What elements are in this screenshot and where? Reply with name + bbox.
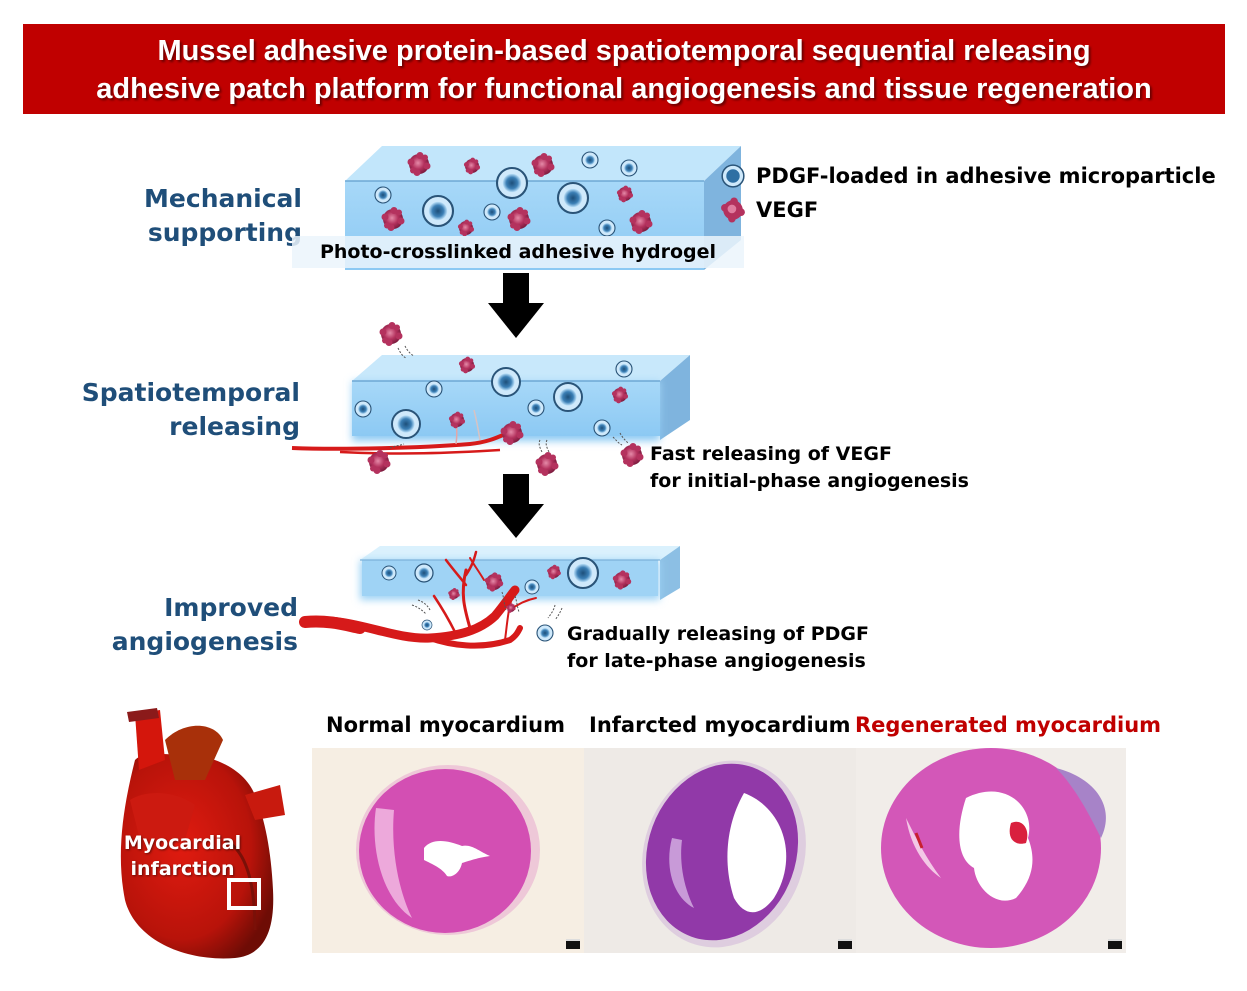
pdgf-microparticle-icon: [528, 400, 544, 416]
block-3-particles: [382, 558, 632, 641]
stage-label-line: angiogenesis: [111, 627, 298, 656]
pdgf-microparticle-icon: [492, 368, 520, 396]
pdgf-microparticle-icon: [554, 383, 582, 411]
pdgf-microparticle-icon: [484, 204, 500, 220]
title-line-1: Mussel adhesive protein-based spatiotemp…: [157, 35, 1091, 67]
pdgf-microparticle-icon: [392, 410, 420, 438]
histology-regenerated: [856, 748, 1126, 953]
panel-title-regenerated: Regenerated myocardium: [855, 713, 1162, 737]
pdgf-microparticle-icon: [582, 152, 598, 168]
pdgf-microparticle-icon: [415, 564, 433, 582]
pdgf-microparticle-icon: [382, 566, 396, 580]
infarct-region-box: [227, 878, 261, 910]
pdgf-microparticle-icon: [568, 558, 598, 588]
scale-bar: [838, 939, 852, 949]
pdgf-microparticle-icon: [355, 401, 371, 417]
pdgf-microparticle-icon: [525, 580, 539, 594]
legend-label: VEGF: [756, 198, 819, 222]
pdgf-microparticle-icon: [558, 183, 588, 213]
histology-infarcted: [584, 748, 856, 953]
note-line: Fast releasing of VEGF: [650, 443, 892, 465]
pdgf-microparticle-icon: [423, 196, 453, 226]
scale-bar: [566, 939, 580, 949]
heart-label-line: infarction: [130, 858, 235, 880]
stage-label-angiogenesis: Improved angiogenesis: [112, 591, 298, 659]
stage-label-line: releasing: [169, 412, 300, 441]
pdgf-microparticle-icon: [422, 620, 432, 630]
pdgf-microparticle-icon: [594, 420, 610, 436]
panel-title-normal: Normal myocardium: [326, 713, 565, 737]
note-line: Gradually releasing of PDGF: [567, 623, 870, 645]
pdgf-microparticle-icon: [721, 164, 745, 188]
pdgf-microparticle-icon: [537, 625, 553, 641]
vegf-icon: [535, 452, 559, 476]
stage-label-line: Mechanical: [144, 184, 302, 213]
stage-label-line: Spatiotemporal: [81, 378, 300, 407]
heart-illustration: [120, 708, 285, 959]
pdgf-microparticle-icon: [621, 160, 637, 176]
patch-diagram: [291, 146, 741, 649]
hydrogel-caption: Photo-crosslinked adhesive hydrogel: [292, 236, 744, 268]
legend-item-vegf: VEGF: [720, 197, 1216, 223]
stage-label-line: Improved: [164, 593, 298, 622]
scale-bar: [1108, 939, 1122, 949]
histology-normal: [312, 748, 584, 953]
stage-label-releasing: Spatiotemporal releasing: [82, 376, 300, 444]
note-fast-vegf: Fast releasing of VEGF for initial-phase…: [650, 441, 969, 495]
title-line-2: adhesive patch platform for functional a…: [96, 73, 1152, 105]
heart-label: Myocardial infarction: [120, 830, 245, 882]
down-arrow-2: [488, 474, 544, 538]
panel-title-infarcted: Infarcted myocardium: [589, 713, 851, 737]
note-line: for late-phase angiogenesis: [567, 650, 866, 672]
down-arrow-1: [488, 273, 544, 338]
hydrogel-block-3: [360, 546, 680, 600]
pdgf-microparticle-icon: [375, 187, 391, 203]
title-banner: Mussel adhesive protein-based spatiotemp…: [23, 24, 1225, 114]
pdgf-microparticle-icon: [599, 220, 615, 236]
pdgf-microparticle-icon: [426, 381, 442, 397]
note-gradual-pdgf: Gradually releasing of PDGF for late-pha…: [567, 621, 869, 675]
legend: PDGF-loaded in adhesive microparticle VE…: [720, 163, 1216, 223]
note-line: for initial-phase angiogenesis: [650, 470, 969, 492]
legend-label: PDGF-loaded in adhesive microparticle: [756, 164, 1216, 188]
stage-label-line: supporting: [147, 218, 302, 247]
vegf-icon: [721, 197, 745, 223]
stage-label-mechanical: Mechanical supporting: [144, 182, 302, 250]
pdgf-microparticle-icon: [497, 168, 527, 198]
heart-label-line: Myocardial: [123, 832, 242, 854]
vegf-icon: [379, 322, 403, 346]
block-2-particles: [355, 322, 644, 476]
vegf-icon: [620, 443, 644, 467]
pdgf-microparticle-icon: [616, 361, 632, 377]
legend-item-pdgf: PDGF-loaded in adhesive microparticle: [720, 163, 1216, 189]
